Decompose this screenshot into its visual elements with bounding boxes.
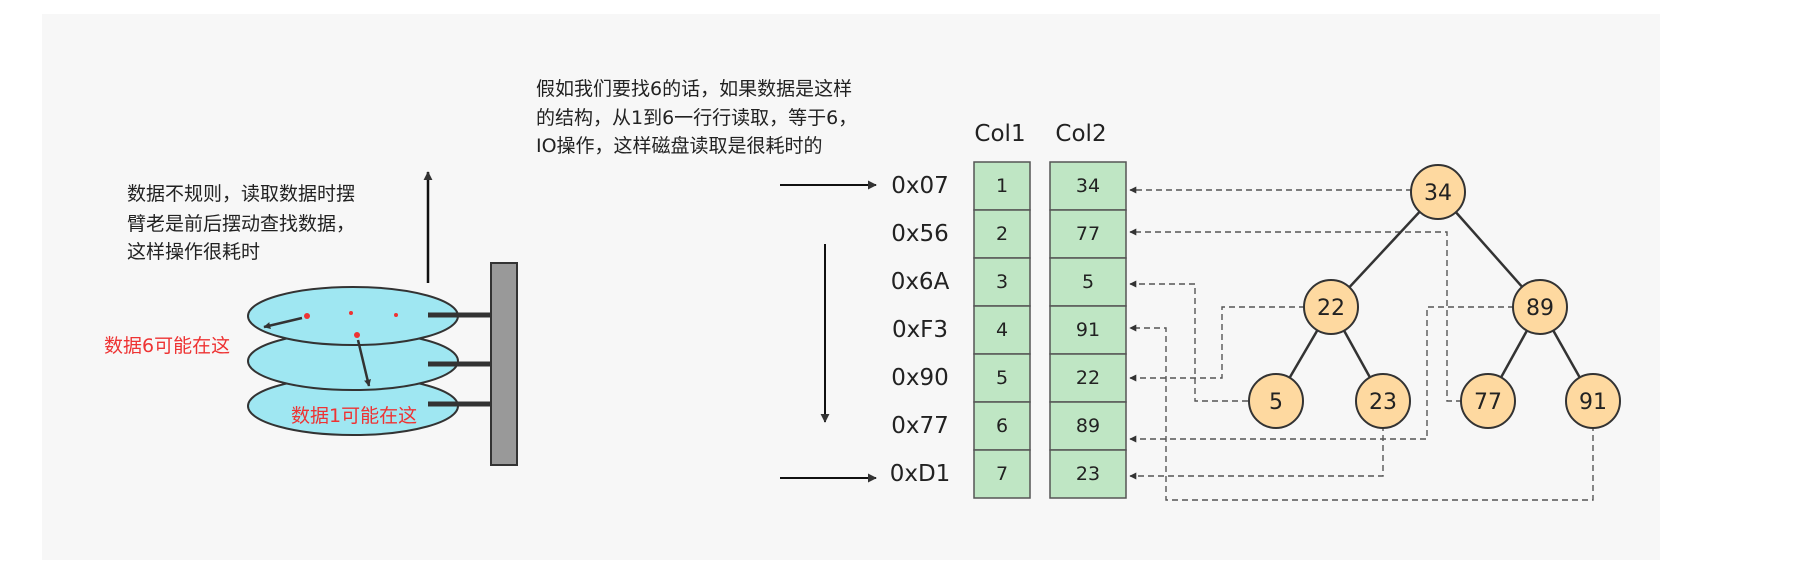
data-dot	[394, 313, 398, 317]
search-note-line: 假如我们要找6的话，如果数据是这样	[536, 78, 852, 100]
node-label: 89	[1526, 296, 1554, 321]
cell-value: 2	[996, 223, 1008, 245]
table-cell	[973, 401, 1031, 451]
data-dot	[304, 313, 310, 319]
table-header-col1: Col1	[974, 121, 1025, 147]
node-label: 34	[1424, 181, 1452, 206]
cell-value: 34	[1076, 175, 1100, 197]
table-cell	[1049, 161, 1127, 211]
cell-value: 7	[996, 463, 1008, 485]
node-circle	[1565, 373, 1621, 429]
cell-value: 22	[1076, 367, 1100, 389]
tree-node-leaf: 77	[1460, 373, 1516, 429]
table-cell	[1049, 353, 1127, 403]
data6-label: 数据6可能在这	[104, 335, 230, 357]
table-cell	[973, 353, 1031, 403]
cell-value: 5	[996, 367, 1008, 389]
table-header-col2: Col2	[1055, 121, 1106, 147]
row-address: 0x77	[891, 413, 949, 439]
pointer-77	[1129, 228, 1462, 402]
row-address: 0x90	[891, 365, 949, 391]
node-label: 5	[1269, 390, 1283, 415]
node-circle	[1248, 373, 1304, 429]
cell-value: 91	[1076, 319, 1100, 341]
table-cell	[1049, 401, 1127, 451]
cell-value: 23	[1076, 463, 1100, 485]
pointer-89	[1129, 306, 1514, 443]
data-dot	[349, 311, 353, 315]
disk-platter-top	[247, 286, 459, 346]
node-circle	[1303, 279, 1359, 335]
table-cell	[973, 449, 1031, 499]
tree-node-right: 89	[1512, 279, 1568, 335]
table-cell	[973, 161, 1031, 211]
cell-value: 3	[996, 271, 1008, 293]
data-dot	[354, 332, 360, 338]
pointer-5	[1129, 280, 1248, 402]
table-row: 0x6A 3 5	[891, 257, 1127, 307]
table-row: 0x56 2 77	[891, 209, 1127, 259]
seek-arrow-left	[263, 316, 303, 329]
search-note-line: IO操作，这样磁盘读取是很耗时的	[536, 135, 823, 157]
node-label: 22	[1317, 296, 1345, 321]
cell-value: 77	[1076, 223, 1100, 245]
table-row: 0x77 6 89	[891, 401, 1127, 451]
background-panel	[42, 14, 1660, 560]
tree-pointers	[1129, 186, 1594, 501]
tree-node-left: 22	[1303, 279, 1359, 335]
table-cell	[1049, 305, 1127, 355]
table-cell	[973, 209, 1031, 259]
table-cell	[1049, 257, 1127, 307]
row-address: 0xD1	[890, 461, 951, 487]
seek-arrow-down	[356, 339, 371, 387]
disk-spindle	[490, 262, 518, 466]
node-label: 77	[1474, 390, 1502, 415]
table-row: 0x07 1 34	[891, 161, 1127, 211]
table-cell	[1049, 449, 1127, 499]
table-cell	[973, 257, 1031, 307]
cell-value: 89	[1076, 415, 1100, 437]
node-label: 23	[1369, 390, 1397, 415]
tree-node-root: 34	[1410, 164, 1466, 220]
disk-note-line: 臂老是前后摆动查找数据，	[127, 213, 355, 235]
disk-note-line: 这样操作很耗时	[127, 241, 260, 263]
tree-node-leaf: 91	[1565, 373, 1621, 429]
disk-note-line: 数据不规则，读取数据时摆	[127, 183, 355, 205]
table-row: 0x90 5 22	[891, 353, 1127, 403]
search-note-line: 的结构，从1到6一行行读取，等于6，	[536, 107, 857, 129]
node-circle	[1355, 373, 1411, 429]
data1-label: 数据1可能在这	[291, 405, 417, 427]
search-note: 假如我们要找6的话，如果数据是这样 的结构，从1到6一行行读取，等于6， IO操…	[536, 78, 863, 157]
row-address: 0x6A	[891, 269, 950, 295]
node-circle	[1512, 279, 1568, 335]
table-body: 0x07 1 34 0x56 2 77 0x6A 3 5 0xF3 4 91 0x90 5 22 0x77 6 8…	[890, 161, 1127, 499]
row-address: 0x56	[891, 221, 949, 247]
tree-node-leaf: 23	[1355, 373, 1411, 429]
disk-illustration	[247, 171, 518, 466]
data-table: Col1 Col2 0x07 1 34 0x56 2 77 0x6A 3 5 0xF3 4 91 0x9…	[890, 121, 1127, 499]
row-address: 0xF3	[892, 317, 948, 343]
cell-value: 6	[996, 415, 1008, 437]
binary-tree: 34 22 89 5 23 77 91	[1248, 164, 1621, 429]
cell-value: 5	[1082, 271, 1094, 293]
node-circle	[1410, 164, 1466, 220]
node-label: 91	[1579, 390, 1607, 415]
tree-node-leaf: 5	[1248, 373, 1304, 429]
table-row: 0xD1 7 23	[890, 449, 1127, 499]
row-address: 0x07	[891, 173, 949, 199]
cell-value: 4	[996, 319, 1008, 341]
cell-value: 1	[996, 175, 1008, 197]
disk-note: 数据不规则，读取数据时摆 臂老是前后摆动查找数据， 这样操作很耗时	[127, 183, 361, 263]
pointer-23	[1129, 425, 1384, 480]
pointer-22	[1129, 306, 1305, 382]
table-row: 0xF3 4 91	[892, 305, 1127, 355]
node-circle	[1460, 373, 1516, 429]
pointer-91	[1129, 324, 1594, 501]
